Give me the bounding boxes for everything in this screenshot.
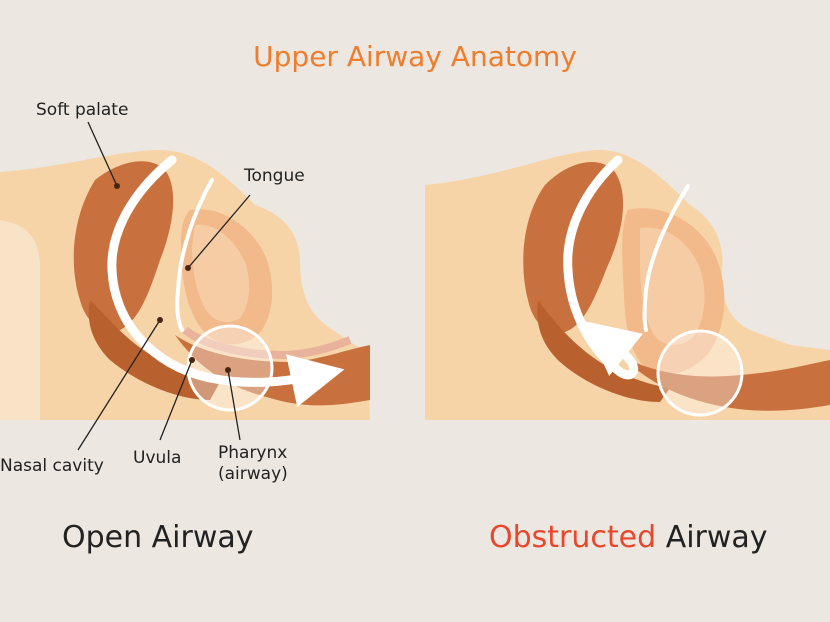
diagram-title: Upper Airway Anatomy (253, 40, 577, 73)
label-uvula: Uvula (133, 448, 182, 468)
pharynx-channel (620, 355, 830, 411)
caption-obstructed-airway: Obstructed Airway (489, 520, 768, 555)
airflow-arrow-2 (642, 184, 690, 332)
soft-palate-tissue (73, 161, 174, 331)
tongue-highlight (192, 224, 250, 323)
tongue-highlight (640, 227, 705, 345)
label-tongue: Tongue (244, 166, 305, 186)
label-pharynx-line1: Pharynx (218, 443, 288, 463)
obstruction-highlight-circle (656, 329, 744, 417)
nasal-cavity-tissue (537, 300, 670, 402)
dot-pharynx (225, 367, 231, 373)
label-pharynx: Pharynx (airway) (218, 443, 288, 485)
leader-tongue (187, 194, 251, 269)
pharynx-lining (182, 326, 352, 360)
label-nasal-cavity: Nasal cavity (0, 456, 104, 476)
label-pharynx-line2: (airway) (218, 464, 288, 484)
caption-obstructed-rest: Airway (656, 520, 768, 555)
airflow-arrow-1 (563, 155, 643, 380)
dot-tongue (185, 265, 191, 271)
neck-region (0, 220, 40, 420)
airflow-arrow-2 (175, 178, 214, 332)
leader-uvula (159, 359, 193, 441)
dot-nasal-cavity (157, 317, 163, 323)
leader-nasal-cavity (77, 319, 161, 451)
caption-obstructed-highlight: Obstructed (489, 520, 657, 555)
airflow-arrow-1 (107, 155, 345, 408)
dot-soft-palate (114, 183, 120, 189)
label-soft-palate: Soft palate (36, 100, 129, 120)
dot-uvula (189, 357, 195, 363)
leader-soft-palate (87, 121, 118, 187)
obstructed-airway-illustration (425, 150, 830, 420)
caption-open-airway: Open Airway (62, 520, 254, 555)
leader-pharynx (227, 369, 241, 441)
open-airway-illustration (0, 121, 370, 451)
